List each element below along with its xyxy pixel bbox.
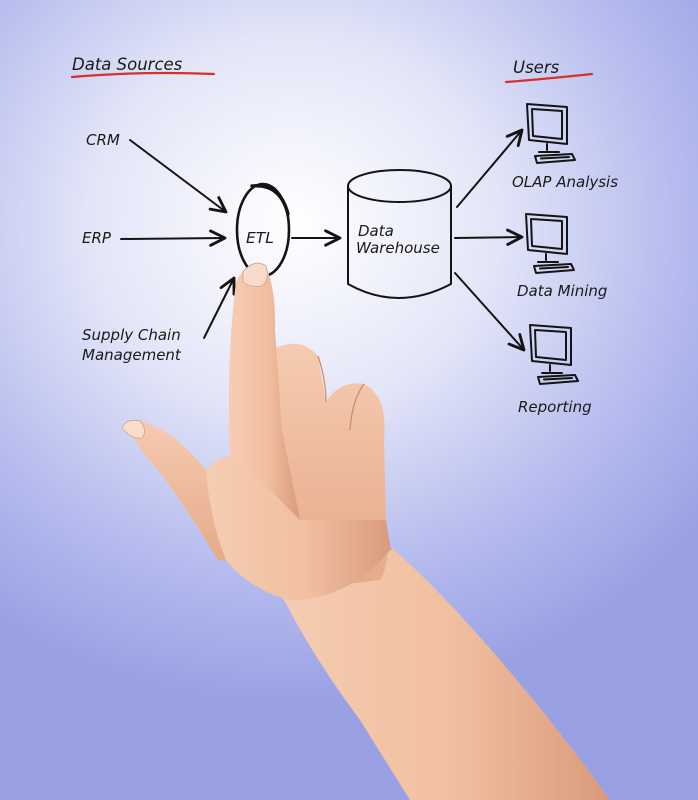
data-warehouse-cylinder [347,169,452,299]
computer-icon-mining [525,213,575,274]
pointing-hand [121,262,610,800]
source-erp: ERP [82,229,112,247]
arrow-erp-to-etl [120,229,227,247]
source-crm: CRM [86,131,120,149]
etl-ellipse-stroke [250,184,290,216]
etl-label: ETL [246,229,274,247]
arrow-to-mining [454,228,524,246]
source-management: Management [82,346,182,364]
arrow-to-olap [456,128,524,208]
computer-icon-olap [526,103,576,164]
warehouse-label-line1: Data [358,222,394,240]
heading-users-underline [504,72,594,84]
warehouse-label-line2: Warehouse [356,239,440,257]
output-reporting: Reporting [518,398,592,416]
arrow-to-reporting [454,272,526,352]
source-supply-chain: Supply Chain [82,326,181,344]
heading-data-sources: Data Sources [72,55,183,74]
arrow-scm-to-etl [203,276,236,339]
output-olap-analysis: OLAP Analysis [512,173,618,191]
computer-icon-reporting [529,324,579,385]
heading-data-sources-underline [70,71,216,79]
heading-users: Users [513,58,560,77]
output-data-mining: Data Mining [517,282,607,300]
arrow-crm-to-etl [129,139,228,214]
